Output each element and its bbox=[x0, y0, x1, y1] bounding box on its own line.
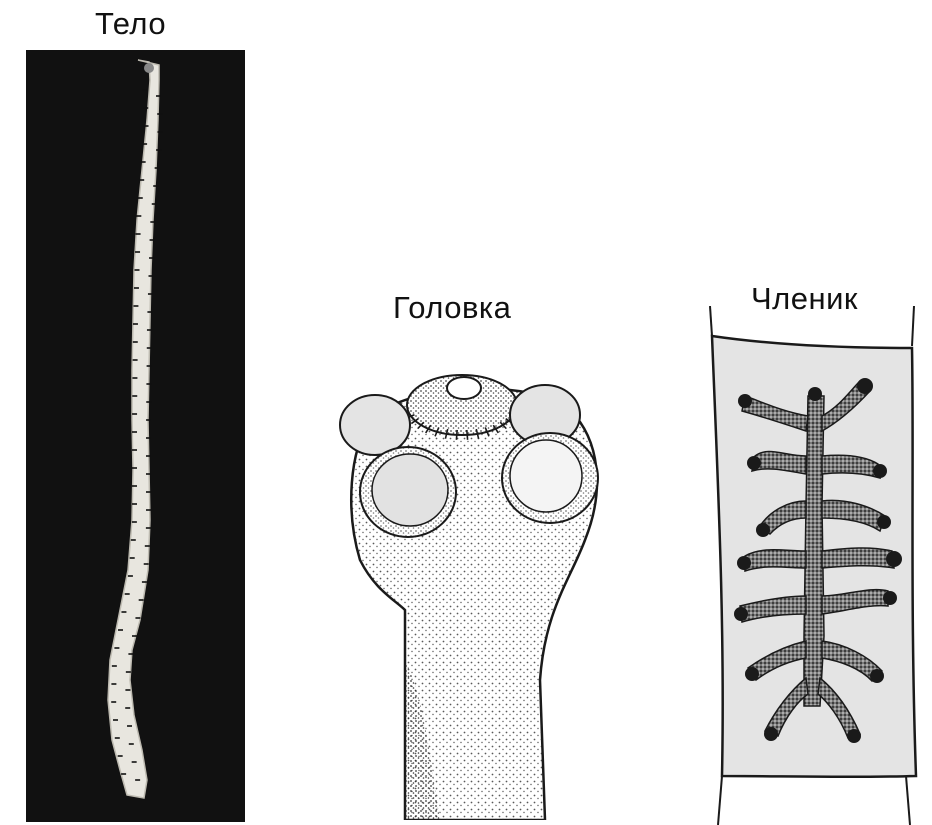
worm-body-illustration bbox=[26, 50, 245, 822]
body-photo-panel bbox=[26, 50, 245, 822]
upper-left-sucker bbox=[340, 395, 410, 455]
worm-body bbox=[108, 60, 159, 798]
scolex-illustration bbox=[330, 360, 620, 820]
segment-drawing bbox=[700, 306, 920, 825]
proglottid-illustration bbox=[700, 306, 920, 825]
label-body: Тело bbox=[95, 6, 166, 42]
label-head: Головка bbox=[393, 290, 511, 326]
worm-scolex bbox=[144, 63, 154, 73]
lower-left-sucker bbox=[372, 454, 448, 526]
scolex-drawing bbox=[330, 360, 620, 820]
rostellum-tip bbox=[447, 377, 481, 399]
lower-right-sucker bbox=[510, 440, 582, 512]
